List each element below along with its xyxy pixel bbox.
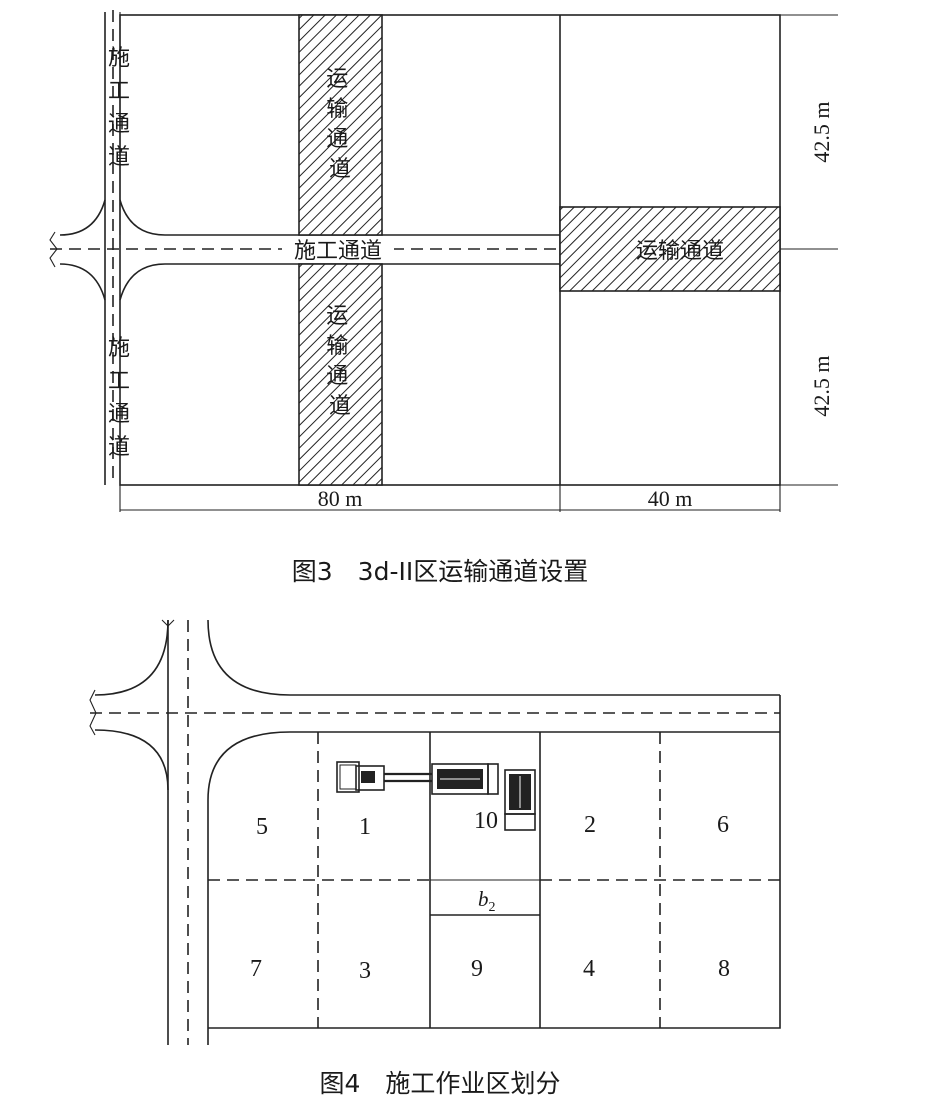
sub-zone-label: b2 — [478, 887, 496, 915]
figure-4-caption: 图4 施工作业区划分 — [320, 1069, 561, 1098]
break-mark — [49, 231, 58, 268]
channel-label-right: 运输通道 — [636, 238, 724, 263]
road-label-middle: 施工通道 — [294, 238, 382, 263]
excavator-icon — [336, 761, 432, 793]
figure-4: 5 1 10 2 6 7 3 9 4 8 b2 — [89, 619, 781, 1098]
zone-9: 9 — [471, 956, 483, 982]
zone-3: 3 — [359, 958, 371, 984]
work-area-outline — [208, 732, 781, 1029]
zone-5: 5 — [256, 814, 268, 840]
road-label-left-top: 施 工 通 道 — [108, 45, 136, 169]
dim-label-bottom: 42.5 m — [809, 355, 834, 416]
zone-4: 4 — [583, 956, 595, 982]
zone-2: 2 — [584, 812, 596, 838]
dim-label-40m: 40 m — [648, 486, 693, 511]
zone-1: 1 — [359, 814, 371, 840]
figure-3: 施 工 通 道 施 工 通 道 施工通道 运 输 通 道 运 输 通 道 运输通… — [49, 10, 838, 586]
transport-channel-right — [559, 206, 781, 292]
figure-3-caption: 图3 3d-II区运输通道设置 — [292, 557, 588, 586]
dump-truck-icon — [431, 763, 499, 795]
channel-label-bottom: 运 输 通 道 — [326, 303, 354, 418]
road-edge-bottom-4 — [207, 731, 780, 801]
road-label-left-bottom: 施 工 通 道 — [108, 335, 136, 459]
dim-label-80m: 80 m — [318, 486, 363, 511]
road-edge-top — [119, 199, 560, 236]
transport-channel-top — [298, 14, 383, 236]
road-edge-bottom — [119, 263, 560, 301]
zone-7: 7 — [250, 956, 262, 982]
transport-channel-bottom — [298, 263, 383, 486]
channel-label-top: 运 输 通 道 — [326, 66, 354, 181]
dump-truck-icon-2 — [504, 769, 536, 831]
dim-label-top: 42.5 m — [809, 101, 834, 162]
zone-8: 8 — [718, 956, 730, 982]
zone-10: 10 — [474, 808, 498, 834]
zone-6: 6 — [717, 812, 729, 838]
road-edge-top-4 — [207, 619, 780, 696]
